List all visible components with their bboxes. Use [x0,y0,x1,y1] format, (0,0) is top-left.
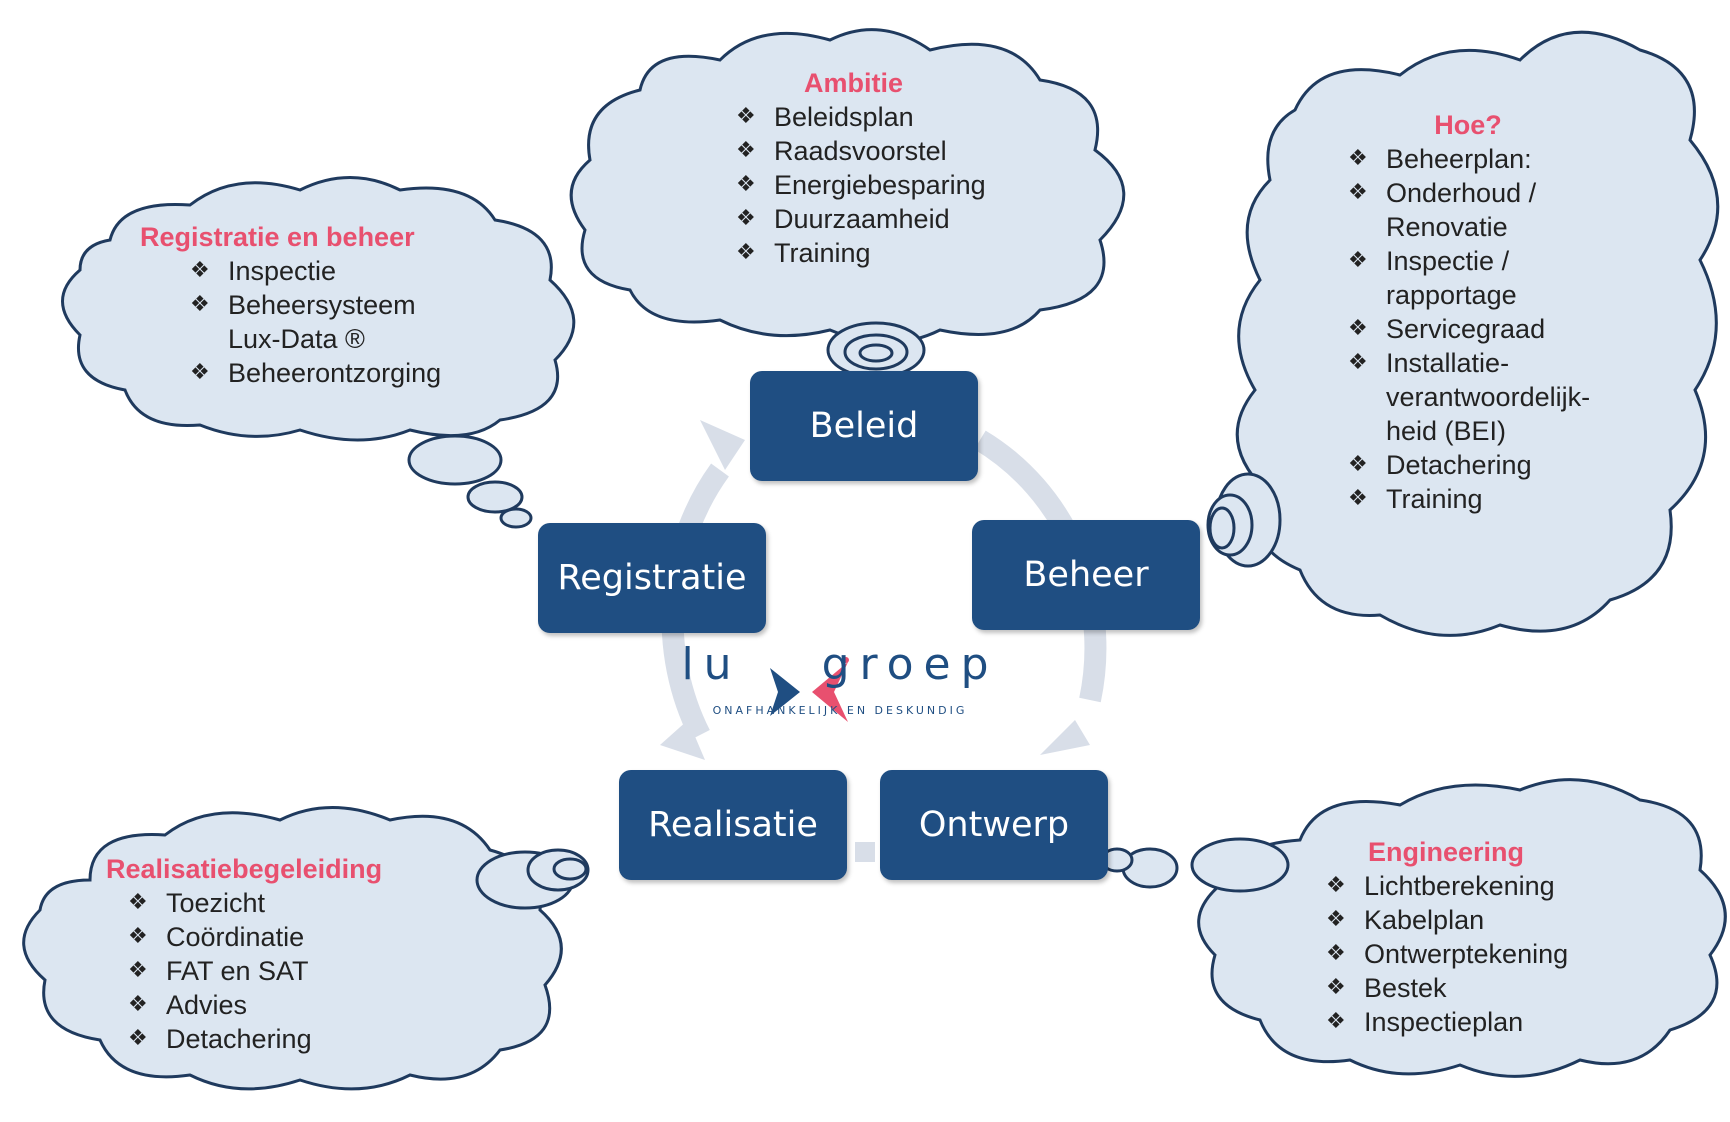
list-item: ❖Lichtberekening [1326,871,1555,901]
box-beleid[interactable]: Beleid [750,371,978,481]
diamond-bullet-icon: ❖ [1348,350,1368,375]
cloud-ambitie-list: ❖Beleidsplan ❖Raadsvoorstel ❖Energiebesp… [736,100,1066,270]
cycle-arrowhead-top [700,420,745,470]
diamond-bullet-icon: ❖ [736,138,756,163]
list-item: ❖Detachering [1348,450,1532,480]
cloud-hoe-title: Hoe? [1434,110,1502,140]
cloud-ambitie-text: Ambitie ❖Beleidsplan ❖Raadsvoorstel ❖Ene… [736,66,1066,270]
list-item: ❖Energiebesparing [736,170,986,200]
list-item: ❖Duurzaamheid [736,204,950,234]
list-item: ❖Training [1348,484,1483,514]
diamond-bullet-icon: ❖ [1348,316,1368,341]
cycle-arrowhead-right [1040,720,1090,755]
list-item-continuation: Renovatie [1386,212,1508,242]
logo-tagline: ONAFHANKELIJK EN DESKUNDIG [712,704,968,717]
cloud-engineering-list: ❖Lichtberekening ❖Kabelplan ❖Ontwerpteke… [1326,869,1666,1039]
diamond-bullet-icon: ❖ [1348,452,1368,477]
list-item: ❖Inspectie [190,256,337,286]
list-item-continuation: heid (BEI) [1386,416,1507,446]
list-item: ❖Beheerontzorging [190,358,442,388]
cloud-hoe [1206,30,1720,637]
cloud-ambitie-title: Ambitie [803,68,903,98]
logo-word-left: lu [681,639,742,690]
diamond-bullet-icon: ❖ [190,292,210,317]
box-beheer[interactable]: Beheer [972,520,1200,630]
diamond-bullet-icon: ❖ [1348,146,1368,171]
diamond-bullet-icon: ❖ [128,958,148,983]
diamond-bullet-icon: ❖ [1348,248,1368,273]
box-realisatie[interactable]: Realisatie [619,770,847,880]
cloud-registratie-title: Registratie en beheer [140,222,415,252]
list-item: ❖Advies [128,990,248,1020]
list-item: ❖Toezicht [128,888,266,918]
list-item: ❖Kabelplan [1326,905,1485,935]
list-item: ❖FAT en SAT [128,956,309,986]
cloud-realisatie [22,806,590,1091]
diamond-bullet-icon: ❖ [736,104,756,129]
list-item-continuation: verantwoordelijk- [1386,382,1591,412]
cloud-realisatie-list: ❖Toezicht ❖Coördinatie ❖FAT en SAT ❖Advi… [128,886,486,1056]
logo-wordmark: lu groep [640,640,1040,690]
list-item: ❖Beheerplan: [1348,144,1532,174]
logo-word-right: groep [821,639,999,690]
diamond-bullet-icon: ❖ [1326,907,1346,932]
cycle-arrowhead-left [660,720,705,760]
cloud-engineering-text: Engineering ❖Lichtberekening ❖Kabelplan … [1326,835,1666,1039]
cloud-engineering-title: Engineering [1367,837,1524,867]
box-registratie[interactable]: Registratie [538,523,766,633]
cloud-registratie [61,176,576,529]
list-item: ❖Coördinatie [128,922,305,952]
cloud-realisatie-title: Realisatiebegeleiding [106,854,383,884]
cloud-ambitie [569,28,1126,379]
cloud-registratie-list: ❖Inspectie ❖Beheersysteem Lux-Data ® ❖Be… [190,254,520,390]
diamond-bullet-icon: ❖ [128,924,148,949]
list-item: ❖Inspectieplan [1326,1007,1524,1037]
diamond-bullet-icon: ❖ [1326,941,1346,966]
diamond-bullet-icon: ❖ [128,992,148,1017]
logo-mark [770,657,849,722]
box-ontwerp[interactable]: Ontwerp [880,770,1108,880]
list-item: ❖Beleidsplan [736,102,914,132]
list-item: ❖Detachering [128,1024,312,1054]
logo: lu groep ONAFHANKELIJK EN DESKUNDIG [640,640,1040,718]
cloud-realisatie-text: Realisatiebegeleiding ❖Toezicht ❖Coördin… [106,852,486,1056]
diamond-bullet-icon: ❖ [736,172,756,197]
list-item: ❖Installatie- [1348,348,1510,378]
cloud-engineering [1100,778,1727,1078]
list-item: ❖Servicegraad [1348,314,1546,344]
diamond-bullet-icon: ❖ [1348,180,1368,205]
diamond-bullet-icon: ❖ [1326,873,1346,898]
diamond-bullet-icon: ❖ [1326,1009,1346,1034]
list-item: ❖Training [736,238,871,268]
diamond-bullet-icon: ❖ [736,240,756,265]
list-item: ❖Beheersysteem [190,290,416,320]
list-item-continuation: Lux-Data ® [228,324,365,354]
list-item: ❖Ontwerptekening [1326,939,1569,969]
diamond-bullet-icon: ❖ [190,360,210,385]
diamond-bullet-icon: ❖ [1326,975,1346,1000]
list-item: ❖Bestek [1326,973,1447,1003]
diamond-bullet-icon: ❖ [128,1026,148,1051]
list-item: ❖Inspectie / [1348,246,1510,276]
diamond-bullet-icon: ❖ [128,890,148,915]
diamond-bullet-icon: ❖ [190,258,210,283]
list-item-continuation: rapportage [1386,280,1517,310]
diamond-bullet-icon: ❖ [1348,486,1368,511]
list-item: ❖Onderhoud / [1348,178,1537,208]
cycle-connector [855,842,875,862]
cloud-hoe-text: Hoe? ❖Beheerplan: ❖Onderhoud / Renovatie… [1348,108,1668,516]
cloud-hoe-list: ❖Beheerplan: ❖Onderhoud / Renovatie ❖Ins… [1348,142,1668,516]
cloud-registratie-text: Registratie en beheer ❖Inspectie ❖Beheer… [140,220,520,390]
diamond-bullet-icon: ❖ [736,206,756,231]
list-item: ❖Raadsvoorstel [736,136,947,166]
